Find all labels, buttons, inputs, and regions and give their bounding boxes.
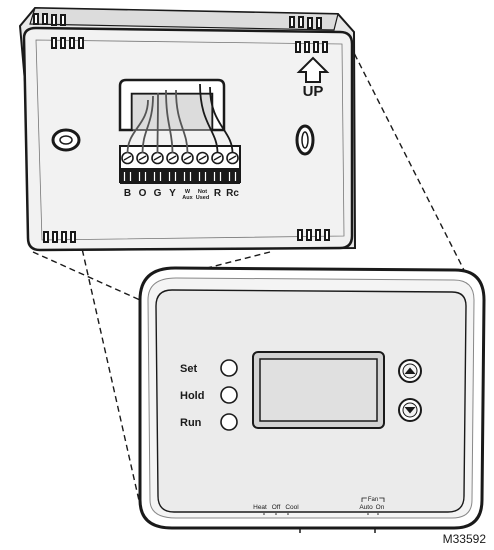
- terminal-screw-0: [121, 151, 134, 165]
- chevron-down-icon: [404, 407, 416, 414]
- wire-0: [126, 99, 149, 154]
- terminal-label-6: R: [214, 188, 222, 199]
- vent-slots-top: [33, 13, 328, 53]
- chevron-up-icon: [404, 367, 416, 374]
- terminal-screw-6: [211, 151, 224, 165]
- set-button-label: Set: [180, 363, 197, 375]
- wire-7: [209, 86, 234, 154]
- up-label: UP: [303, 83, 324, 100]
- terminal-screw-3: [166, 151, 179, 165]
- figure-id: M33592: [443, 532, 487, 546]
- terminal-screw-4: [181, 151, 194, 165]
- terminal-label-0: B: [124, 188, 131, 199]
- terminal-block: [119, 145, 241, 184]
- run-button[interactable]: Run: [180, 413, 238, 431]
- vent-slots-bottom: [43, 229, 330, 243]
- terminal-label-2: G: [154, 188, 162, 199]
- up-arrow-icon: [296, 56, 330, 83]
- system-switch-off: Off: [272, 504, 281, 511]
- terminal-screw-5: [196, 151, 209, 165]
- terminal-label-1: O: [139, 188, 147, 199]
- wire-opening: [118, 78, 226, 132]
- arrow-down-button[interactable]: [398, 398, 422, 422]
- system-switch-cool: Cool: [285, 504, 299, 511]
- system-switch-heat: Heat: [253, 504, 267, 511]
- mounting-hole-right: [295, 124, 315, 156]
- fan-switch-on: On: [376, 504, 385, 511]
- fan-switch-title: Fan: [368, 497, 378, 503]
- terminal-label-7: Rc: [226, 188, 239, 199]
- system-switch[interactable]: Heat Off Cool: [253, 504, 299, 515]
- terminal-screw-2: [151, 151, 164, 165]
- hold-button-label: Hold: [180, 390, 204, 402]
- wire-2: [156, 92, 159, 154]
- run-button-label: Run: [180, 417, 202, 429]
- terminal-label-3: Y: [169, 188, 176, 199]
- bottom-feet: [299, 528, 376, 533]
- hold-button[interactable]: Hold: [180, 386, 238, 404]
- terminal-screw-1: [136, 151, 149, 165]
- arrow-up-button[interactable]: [398, 359, 422, 383]
- terminal-screw-7: [226, 151, 239, 165]
- wire-1: [141, 95, 154, 154]
- set-button[interactable]: Set: [180, 359, 238, 377]
- mounting-hole-left: [51, 128, 81, 152]
- wire-3: [165, 89, 174, 154]
- fan-switch-auto: Auto: [359, 504, 373, 511]
- wire-6: [199, 83, 219, 154]
- wire-4: [175, 89, 189, 154]
- thermostat-wires: [126, 83, 234, 154]
- display-screen: [252, 351, 385, 429]
